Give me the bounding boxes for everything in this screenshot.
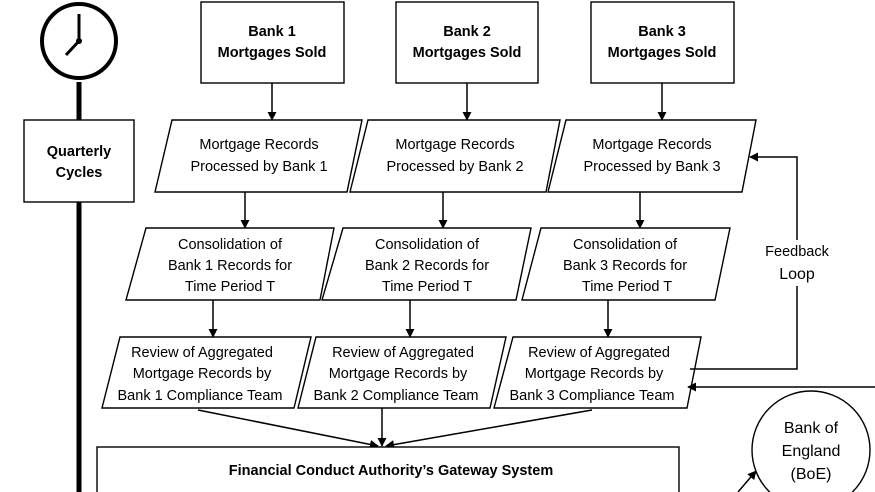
bank-3-sold-line-2: Mortgages Sold	[608, 45, 717, 61]
bank-1-sold-box	[200, 1, 345, 84]
bank-1-review-box	[101, 336, 312, 409]
bank-3-review-line-1: Review of Aggregated	[528, 345, 670, 361]
boe-label-line-2: England	[782, 443, 841, 460]
arrow-review-3-to-gateway	[385, 409, 593, 450]
bank-3-sold-box	[590, 1, 735, 84]
feedback-loop: Feedback Loop	[690, 152, 834, 370]
cycle-label-line-2: Cycles	[56, 165, 103, 181]
bank-1-review-line-3: Bank 1 Compliance Team	[118, 388, 283, 404]
boe-label-line-3: (BoE)	[791, 466, 832, 483]
bank-1-sold-line-2: Mortgages Sold	[218, 45, 327, 61]
bank-2-sold-box	[395, 1, 539, 84]
bank-3-processed-line-2: Processed by Bank 3	[583, 159, 720, 175]
bank-2-processed-box	[349, 119, 561, 193]
bank-1-processed-line-2: Processed by Bank 1	[190, 159, 327, 175]
bank-2-consolidation-line-1: Consolidation of	[375, 237, 480, 253]
bank-3-consolidation-line-3: Time Period T	[582, 279, 672, 295]
gateway-converging-arrows	[197, 408, 593, 450]
feedback-label-line-2: Loop	[779, 266, 815, 283]
bank-2-consolidation-line-2: Bank 2 Records for	[365, 258, 489, 274]
bank-3-processed-box	[547, 119, 757, 193]
boe-incoming-arrow	[737, 470, 757, 492]
bank-1-consolidation-line-3: Time Period T	[185, 279, 275, 295]
feedback-label-line-1: Feedback	[765, 244, 829, 260]
quarterly-cycles-box	[23, 119, 135, 203]
bank-3-processed-line-1: Mortgage Records	[592, 137, 711, 153]
bank-3-review-line-3: Bank 3 Compliance Team	[510, 388, 675, 404]
bank-of-england: Bank of England (BoE)	[737, 390, 871, 492]
bank-2-review-box	[297, 336, 507, 409]
bank-1-column: Bank 1 Mortgages Sold Mortgage Records P…	[101, 1, 363, 409]
bank-2-consolidation-line-3: Time Period T	[382, 279, 472, 295]
bank-3-review-line-2: Mortgage Records by	[525, 366, 664, 382]
bank-1-consolidation-line-1: Consolidation of	[178, 237, 283, 253]
gateway-system-box	[96, 446, 680, 492]
bank-3-column: Bank 3 Mortgages Sold Mortgage Records P…	[493, 1, 757, 409]
bank-2-sold-line-1: Bank 2	[443, 24, 491, 40]
timeline: Quarterly Cycles	[23, 2, 135, 492]
bank-2-sold-line-2: Mortgages Sold	[413, 45, 522, 61]
bank-3-sold-line-1: Bank 3	[638, 24, 686, 40]
bank-2-processed-line-1: Mortgage Records	[395, 137, 514, 153]
bank-3-review-box	[493, 336, 702, 409]
boe-circle	[751, 390, 871, 492]
bank-2-processed-line-2: Processed by Bank 2	[386, 159, 523, 175]
bank-2-review-line-2: Mortgage Records by	[329, 366, 468, 382]
bank-2-consolidation-box	[321, 227, 532, 301]
clock-icon	[40, 2, 118, 80]
boe-label-line-1: Bank of	[784, 420, 839, 437]
bank-2-column: Bank 2 Mortgages Sold Mortgage Records P…	[297, 1, 561, 409]
bank-1-sold-line-1: Bank 1	[248, 24, 296, 40]
bank-1-review-line-2: Mortgage Records by	[133, 366, 272, 382]
cycle-label-line-1: Quarterly	[47, 144, 111, 160]
bank-1-processed-line-1: Mortgage Records	[199, 137, 318, 153]
bank-2-review-line-1: Review of Aggregated	[332, 345, 474, 361]
feedback-label-background	[760, 240, 834, 286]
bank-1-consolidation-line-2: Bank 1 Records for	[168, 258, 292, 274]
bank-1-processed-box	[154, 119, 363, 193]
bank-3-consolidation-line-2: Bank 3 Records for	[563, 258, 687, 274]
bank-1-consolidation-box	[125, 227, 335, 301]
bank-3-consolidation-line-1: Consolidation of	[573, 237, 678, 253]
gateway-system-label: Financial Conduct Authority’s Gateway Sy…	[229, 463, 553, 479]
bank-1-review-line-1: Review of Aggregated	[131, 345, 273, 361]
bank-2-review-line-3: Bank 2 Compliance Team	[314, 388, 479, 404]
arrow-review-1-to-gateway	[197, 409, 379, 449]
bank-3-consolidation-box	[521, 227, 731, 301]
